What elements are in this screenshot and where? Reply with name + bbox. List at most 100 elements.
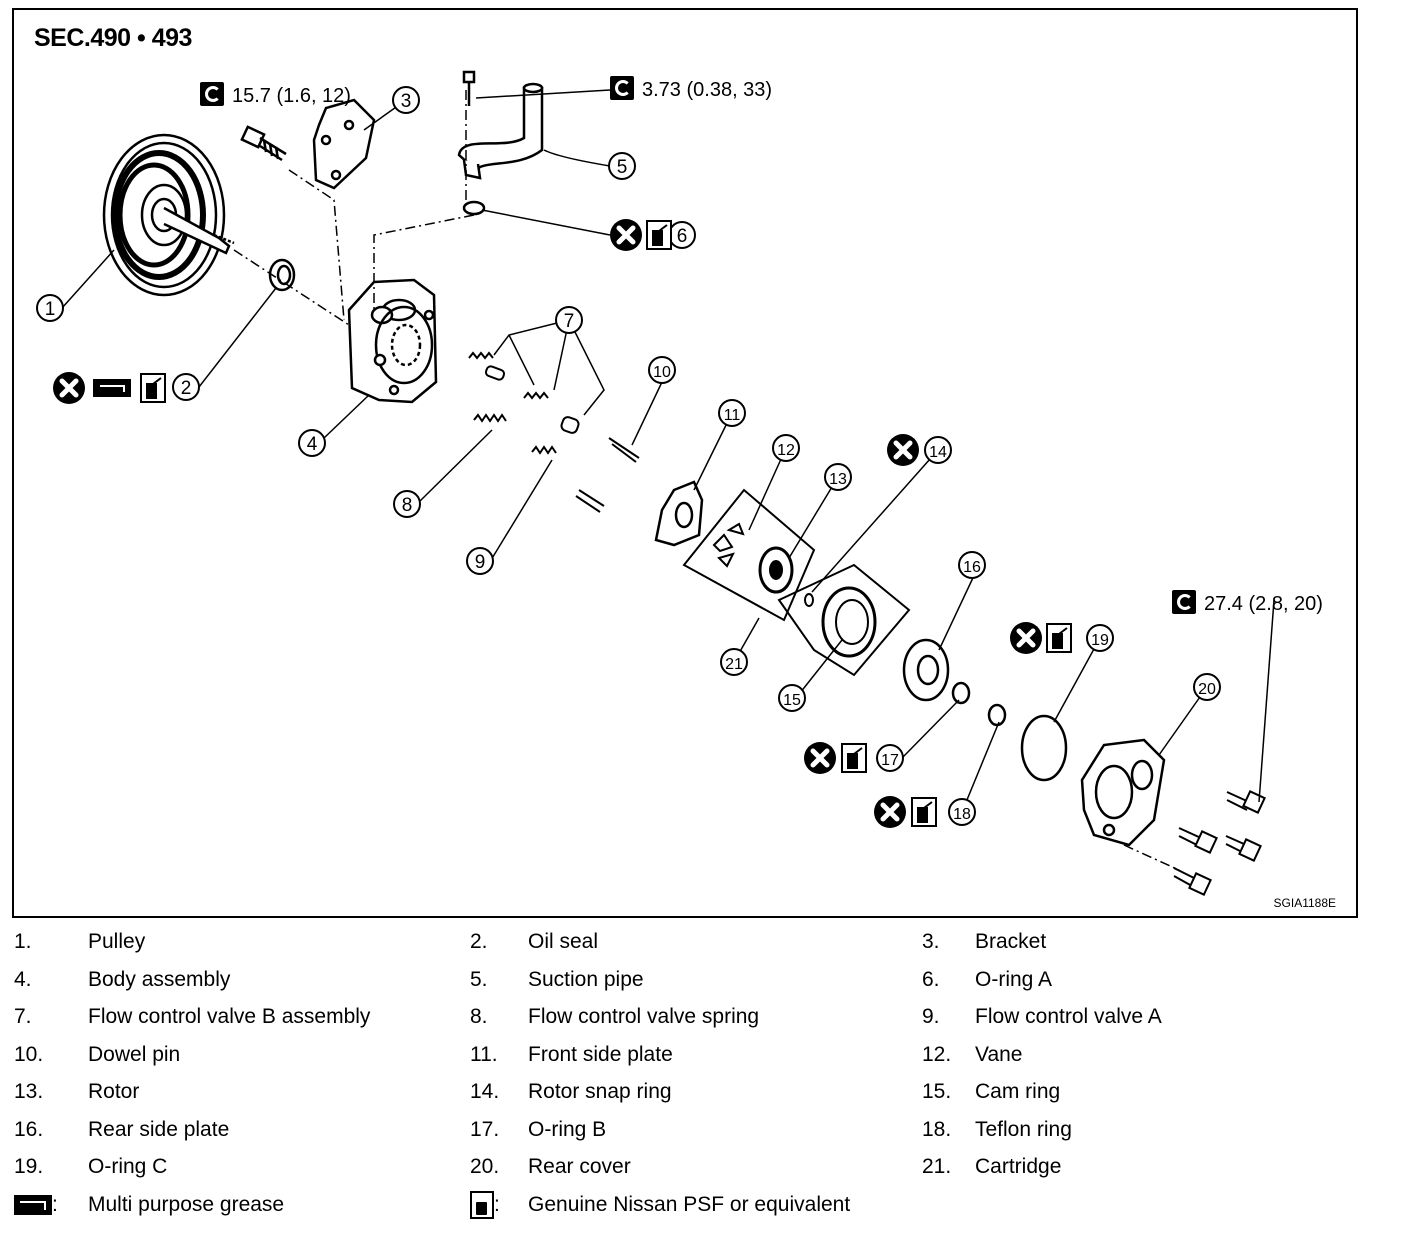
psf-icon: : [470,1188,500,1222]
legend-number: 5. [470,967,488,991]
legend-number: 9. [922,1005,940,1028]
legend-label: Rear cover [528,1155,631,1178]
legend-label: Dowel pin [88,1042,181,1066]
callout-6: 6 [668,221,696,249]
cartridge [682,488,911,677]
rear-cover [1080,738,1166,847]
legend-number: 11. [470,1042,498,1066]
flow-control-valves [468,351,640,513]
legend-number: 19. [14,1155,44,1178]
callout-11: 11 [718,399,746,427]
caution-icon [804,742,836,774]
callout-number: 4 [307,434,318,455]
legend-label: Suction pipe [528,967,644,991]
callout-17: 17 [876,744,904,772]
callout-20: 20 [1193,673,1221,701]
caution-icon [887,434,919,466]
legend-label: Rotor [88,1080,140,1103]
torque-value: 15.7 (1.6, 12) [232,85,351,107]
torque-bracket-bolt: 15.7 (1.6, 12) [200,82,351,108]
callout-10: 10 [648,356,676,384]
legend-number: 14. [470,1080,500,1103]
icon-group [53,219,1072,828]
psf-icon [646,220,672,250]
callout-number: 7 [564,311,575,332]
body-assembly [347,278,438,404]
callout-number: 5 [617,157,628,178]
legend-number: 2. [470,930,488,953]
callout-number: 19 [1091,632,1109,649]
callout-number: 12 [777,442,795,459]
callout-2: 2 [172,373,200,401]
legend-number: 13. [14,1080,44,1103]
callout-number: 8 [402,495,413,516]
torque-wrench-icon [610,76,634,100]
callout-4: 4 [298,429,326,457]
torque-wrench-icon [1172,590,1196,614]
legend-number: 17. [470,1117,500,1141]
bracket [312,98,376,190]
legend-number: 6. [922,967,940,991]
callout-number: 18 [953,806,971,823]
callout-19: 19 [1086,624,1114,652]
figure-code: SGIA1188E [1273,896,1336,910]
legend-label: Front side plate [528,1042,673,1066]
psf-icon [1046,623,1072,653]
torque-value: 3.73 (0.38, 33) [642,79,773,101]
legend-number: 20. [470,1155,500,1178]
legend-label: Pulley [88,930,146,953]
torque-suction-bolt: 3.73 (0.38, 33) [610,76,772,102]
assembly-lines [233,90,1180,871]
legend-label: Bracket [975,930,1047,953]
psf-icon [911,797,937,827]
callout-12: 12 [772,434,800,462]
callout-number: 21 [725,656,743,673]
legend-label: Teflon ring [975,1117,1072,1141]
callout-number: 10 [653,364,671,381]
callout-number: 13 [829,471,847,488]
callout-number: 3 [401,91,412,112]
caution-icon [53,372,85,404]
callout-5: 5 [608,152,636,180]
psf-icon [841,743,867,773]
grease-icon [93,379,131,397]
psf-icon [140,373,166,403]
grease-icon: : [14,1188,58,1222]
legend-number: 3. [922,930,940,953]
oil-seal [268,258,296,292]
torque-rear-bolts: 27.4 (2.8, 20) [1172,590,1323,616]
caution-icon [610,219,642,251]
callout-1: 1 [36,294,64,322]
legend-number: 4. [14,967,32,991]
callout-number: 6 [677,226,688,247]
legend-label: O-ring C [88,1155,168,1178]
callout-21: 21 [720,648,748,676]
callout-number: 16 [963,559,981,576]
rear-side-plate [902,638,950,702]
callout-3: 3 [392,86,420,114]
legend-number: 8. [470,1005,488,1028]
legend-label: Oil seal [528,930,599,953]
caution-icon [1010,622,1042,654]
o-rings [951,681,1068,782]
callout-number: 20 [1198,681,1216,698]
callout-number: 9 [475,552,486,573]
callout-13: 13 [824,463,852,491]
suction-pipe [457,70,544,216]
rear-cover-bolts [1173,790,1266,896]
caution-icon [874,796,906,828]
legend-label: Flow control valve spring [528,1005,760,1028]
section-title: SEC.490 • 493 [34,24,192,52]
legend-label: O-ring B [528,1117,607,1141]
callout-8: 8 [393,490,421,518]
legend-label: Cartridge [975,1155,1062,1178]
legend-label: Rotor snap ring [528,1080,672,1103]
callout-18: 18 [948,798,976,826]
leader-lines [61,89,1275,813]
legend-label: Body assembly [88,967,231,991]
callout-9: 9 [466,547,494,575]
front-side-plate [654,480,704,547]
